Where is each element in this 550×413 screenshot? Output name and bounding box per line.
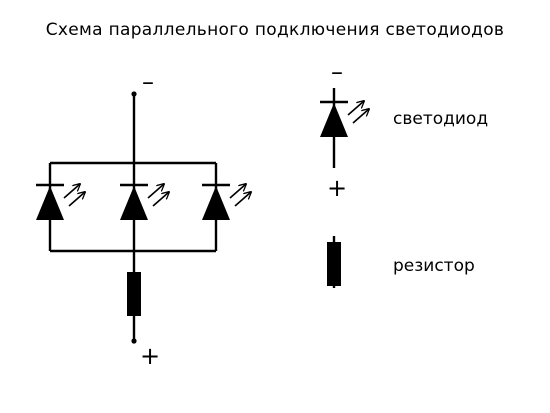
legend-led-negative-sign: – [331, 58, 343, 86]
legend-resistor: резистор [327, 236, 475, 288]
positive-terminal-sign: + [140, 342, 160, 370]
legend-led-positive-sign: + [327, 174, 347, 202]
resistor-symbol [127, 272, 141, 316]
legend-led-label: светодиод [393, 109, 488, 129]
diagram-title: Схема параллельного подключения светодио… [45, 20, 505, 40]
legend-resistor-symbol [327, 242, 341, 286]
positive-terminal-dot [131, 338, 137, 344]
led-symbol [120, 184, 169, 220]
led-symbol [36, 184, 85, 220]
led-symbol [202, 184, 251, 220]
legend-resistor-label: резистор [393, 256, 475, 276]
negative-terminal-sign: – [142, 68, 154, 96]
negative-terminal-dot [131, 91, 137, 97]
legend-led: – + светодиод [320, 58, 488, 202]
